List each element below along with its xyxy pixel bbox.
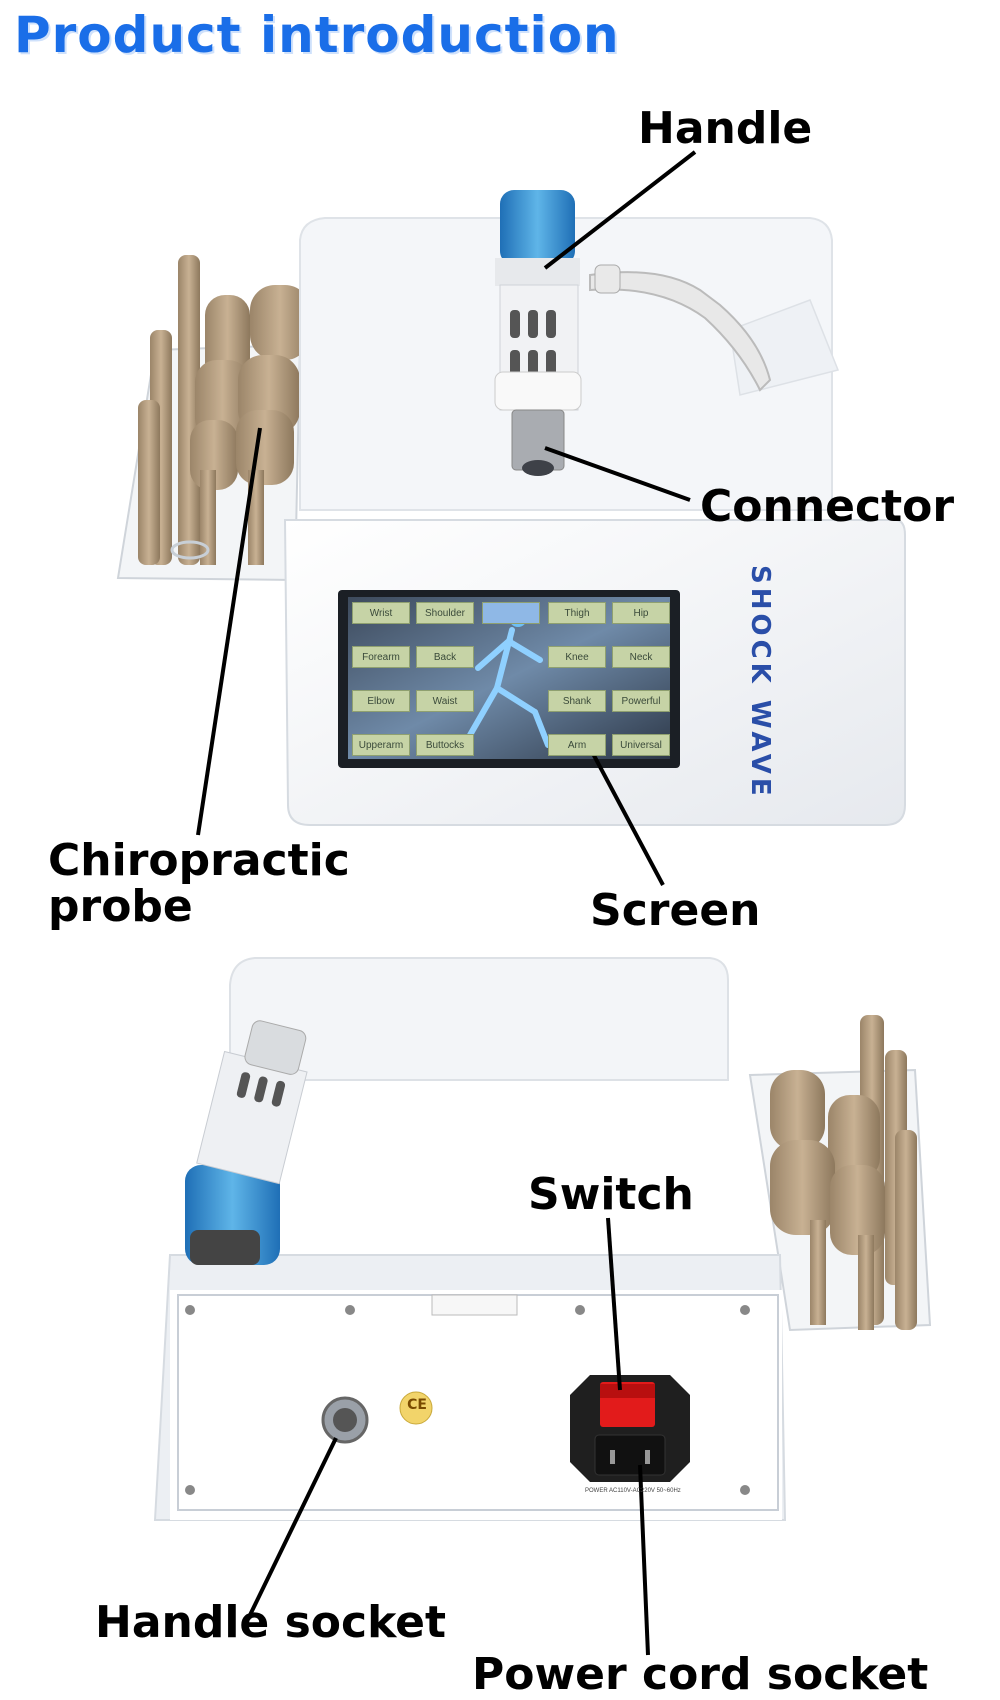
label-screen: Screen (590, 885, 761, 936)
power-rating-label: POWER AC110V-AC220V 50~60Hz (585, 1488, 681, 1494)
screen-button-knee: Knee (548, 646, 606, 668)
screen-button-hip: Hip (612, 602, 670, 624)
screen-button-universal: Universal (612, 734, 670, 756)
handle-bottom (185, 1020, 308, 1265)
handle-top (494, 190, 772, 476)
probe-tray-bottom (748, 1015, 932, 1332)
screen-button-neck: Neck (612, 646, 670, 668)
callout-lines-top (196, 150, 697, 886)
label-switch: Switch (528, 1169, 694, 1220)
screen-button-buttocks: Buttocks (416, 734, 474, 756)
screen-button-home (482, 602, 540, 624)
label-handle-socket: Handle socket (95, 1597, 447, 1648)
label-connector: Connector (700, 481, 955, 532)
screen-button-shoulder: Shoulder (416, 602, 474, 624)
ce-mark: CE (407, 1397, 427, 1413)
screen-button-elbow: Elbow (352, 690, 410, 712)
callout-lines-bottom (248, 1217, 650, 1656)
probe-tray-top (116, 255, 310, 582)
screen-button-upperarm: Upperarm (352, 734, 410, 756)
screen-button-back: Back (416, 646, 474, 668)
screen-button-waist: Waist (416, 690, 474, 712)
screen-button-forearm: Forearm (352, 646, 410, 668)
screen-button-thigh: Thigh (548, 602, 606, 624)
screen-button-wrist: Wrist (352, 602, 410, 624)
device-brand-text: SHOCK WAVE (745, 565, 775, 800)
page-title: Product introduction (14, 6, 620, 64)
label-handle: Handle (638, 103, 813, 154)
label-power-cord-socket: Power cord socket (472, 1649, 929, 1700)
screen-button-arm: Arm (548, 734, 606, 756)
device-body-bottom (153, 957, 787, 1521)
label-chiropractic-probe: Chiropractic probe (48, 835, 350, 932)
screen-button-shank: Shank (548, 690, 606, 712)
screen-button-powerful: Powerful (612, 690, 670, 712)
